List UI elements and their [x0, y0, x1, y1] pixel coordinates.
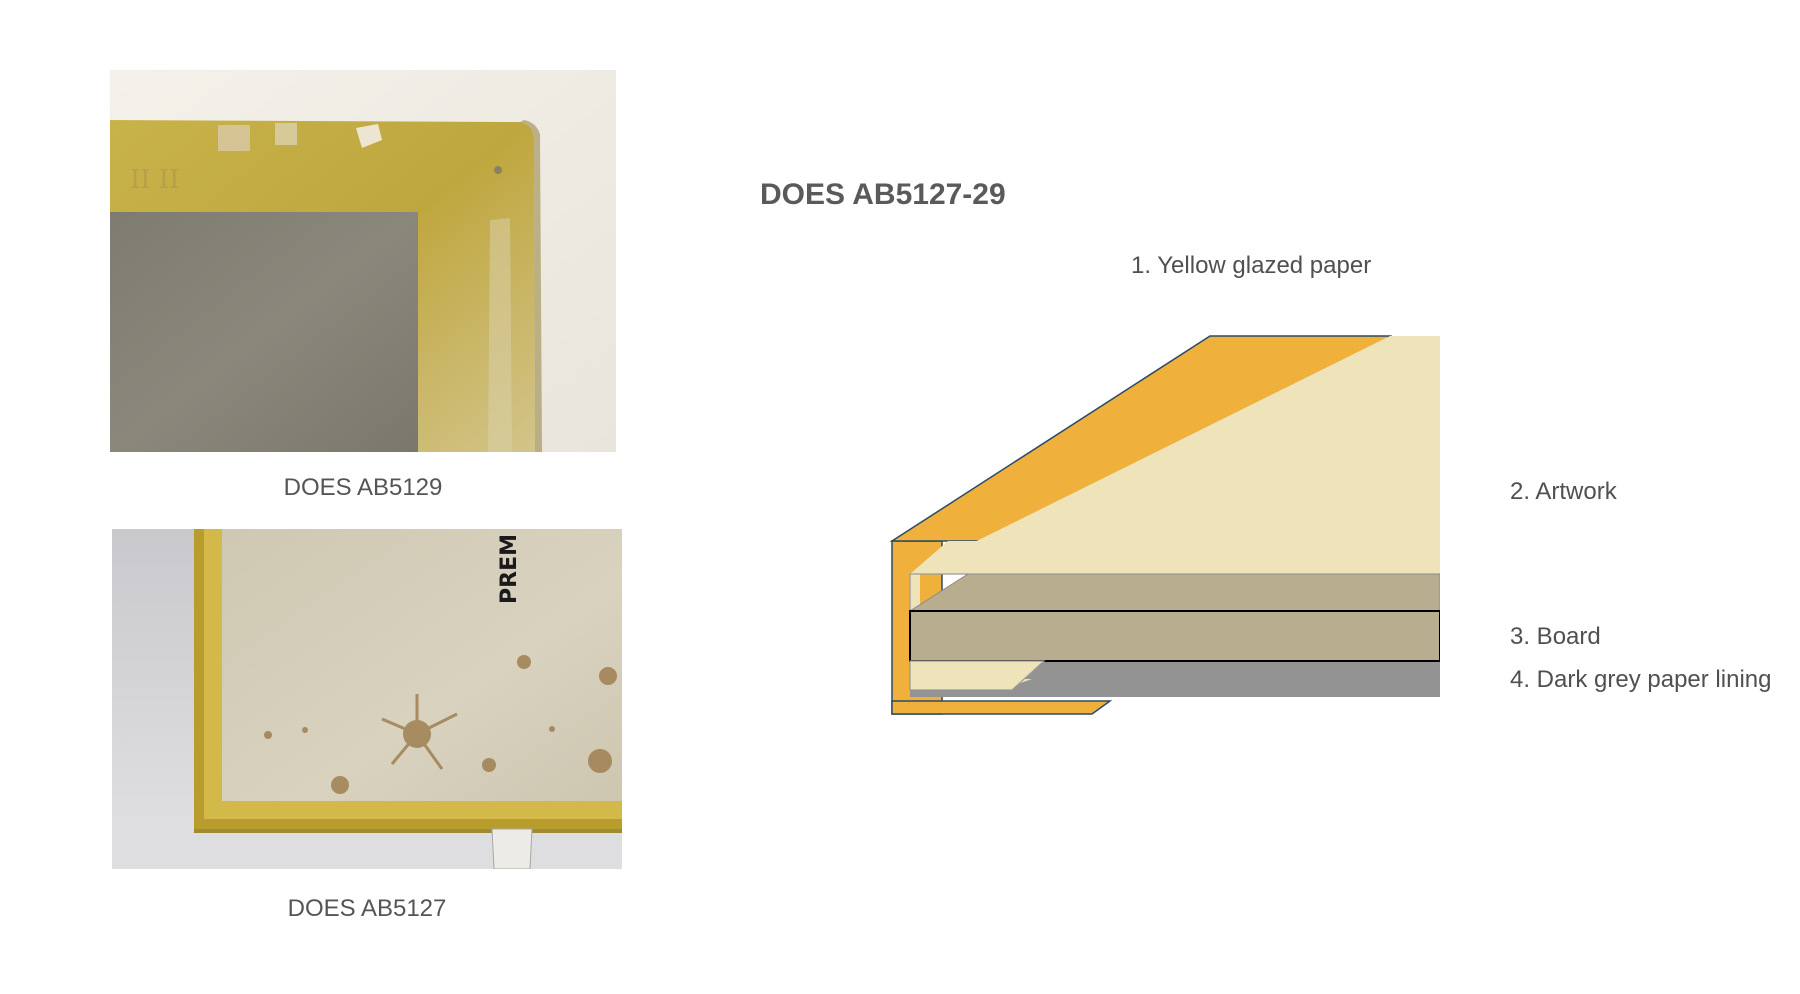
photo-does-ab5129: II II — [110, 70, 616, 452]
label-artwork: 2. Artwork — [1510, 478, 1617, 506]
photo-ab5127-image: PREM — [112, 529, 622, 869]
label-dark-grey-lining: 4. Dark grey paper lining — [1510, 666, 1771, 694]
layer-dark-grey-lining — [1000, 660, 1440, 697]
lining-edge — [910, 690, 1012, 697]
yellow-bottom-flap — [892, 701, 1110, 714]
label-board: 3. Board — [1510, 623, 1601, 651]
diagram-title: DOES AB5127-29 — [760, 178, 1006, 212]
photo-caption-ab5129: DOES AB5129 — [110, 474, 616, 502]
layer-board — [910, 611, 1440, 661]
photo-caption-ab5127: DOES AB5127 — [112, 895, 622, 923]
photo-does-ab5127: PREM — [112, 529, 622, 869]
cross-section-diagram — [880, 330, 1440, 720]
photo-ab5129-image: II II — [110, 70, 616, 452]
label-yellow-glazed-paper: 1. Yellow glazed paper — [1131, 252, 1371, 280]
photo-stamp-text: PREM — [497, 534, 522, 604]
layer-board-top — [910, 574, 1440, 611]
svg-text:II II: II II — [130, 165, 179, 195]
